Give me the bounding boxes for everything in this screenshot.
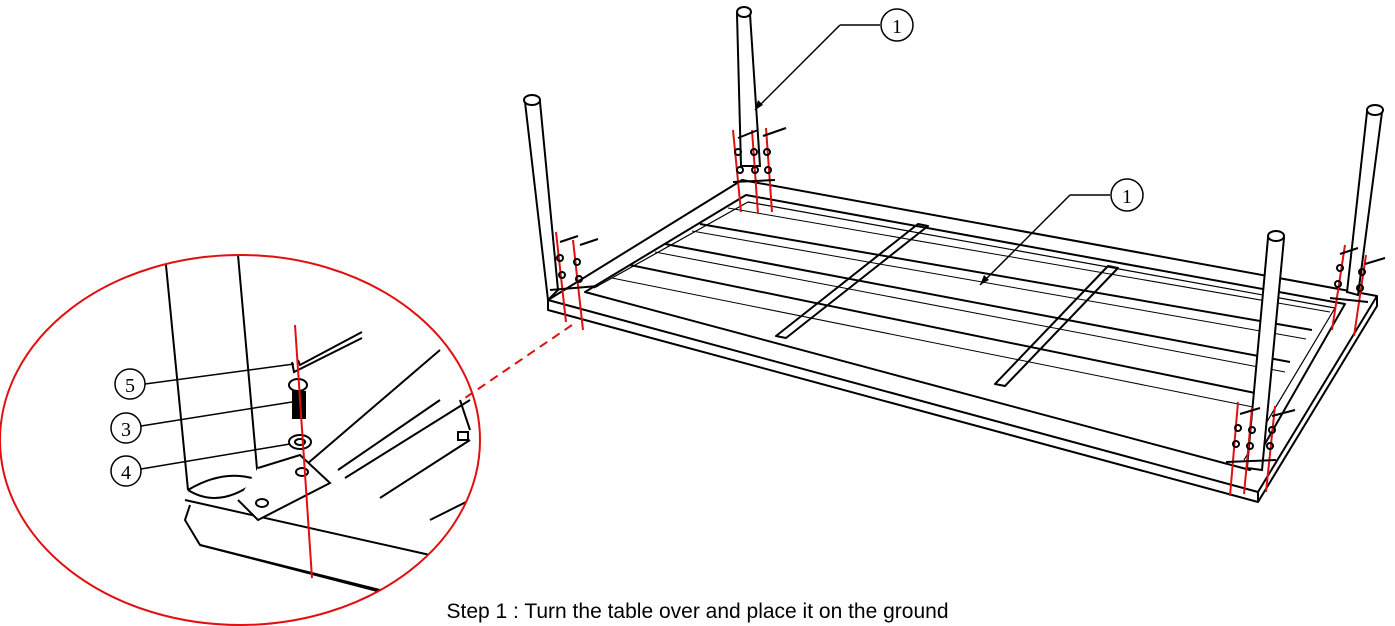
callout-top-number: 1: [1122, 186, 1132, 208]
callout-washer: 4: [110, 443, 291, 487]
callout-table-top: 1: [979, 178, 1144, 286]
callout-allen-key: 5: [114, 363, 295, 400]
hardware-right-corner: [1329, 244, 1386, 337]
hardware-front-corner: [1225, 401, 1296, 497]
callout-bolt-number: 3: [121, 419, 131, 441]
callout-allen-key-number: 5: [125, 375, 135, 397]
hardware-back-corner: [732, 127, 787, 215]
detail-axis-line: [294, 324, 313, 579]
callout-leg-number: 1: [892, 16, 902, 38]
leg-front: [1245, 230, 1286, 472]
leg-left: [523, 94, 560, 303]
callout-bolt: 3: [110, 401, 293, 444]
detail-circle: [0, 254, 481, 626]
callout-leg: 1: [754, 8, 914, 111]
table-top: [547, 179, 1378, 503]
callout-washer-number: 4: [121, 462, 131, 484]
leg-back: [735, 6, 762, 167]
step-caption: Step 1 : Turn the table over and place i…: [446, 600, 949, 623]
detail-leader: [464, 324, 573, 399]
hardware-left-corner: [549, 231, 599, 331]
detail-view: 5 3 4: [0, 254, 481, 626]
corner-hardware: [549, 127, 1386, 497]
